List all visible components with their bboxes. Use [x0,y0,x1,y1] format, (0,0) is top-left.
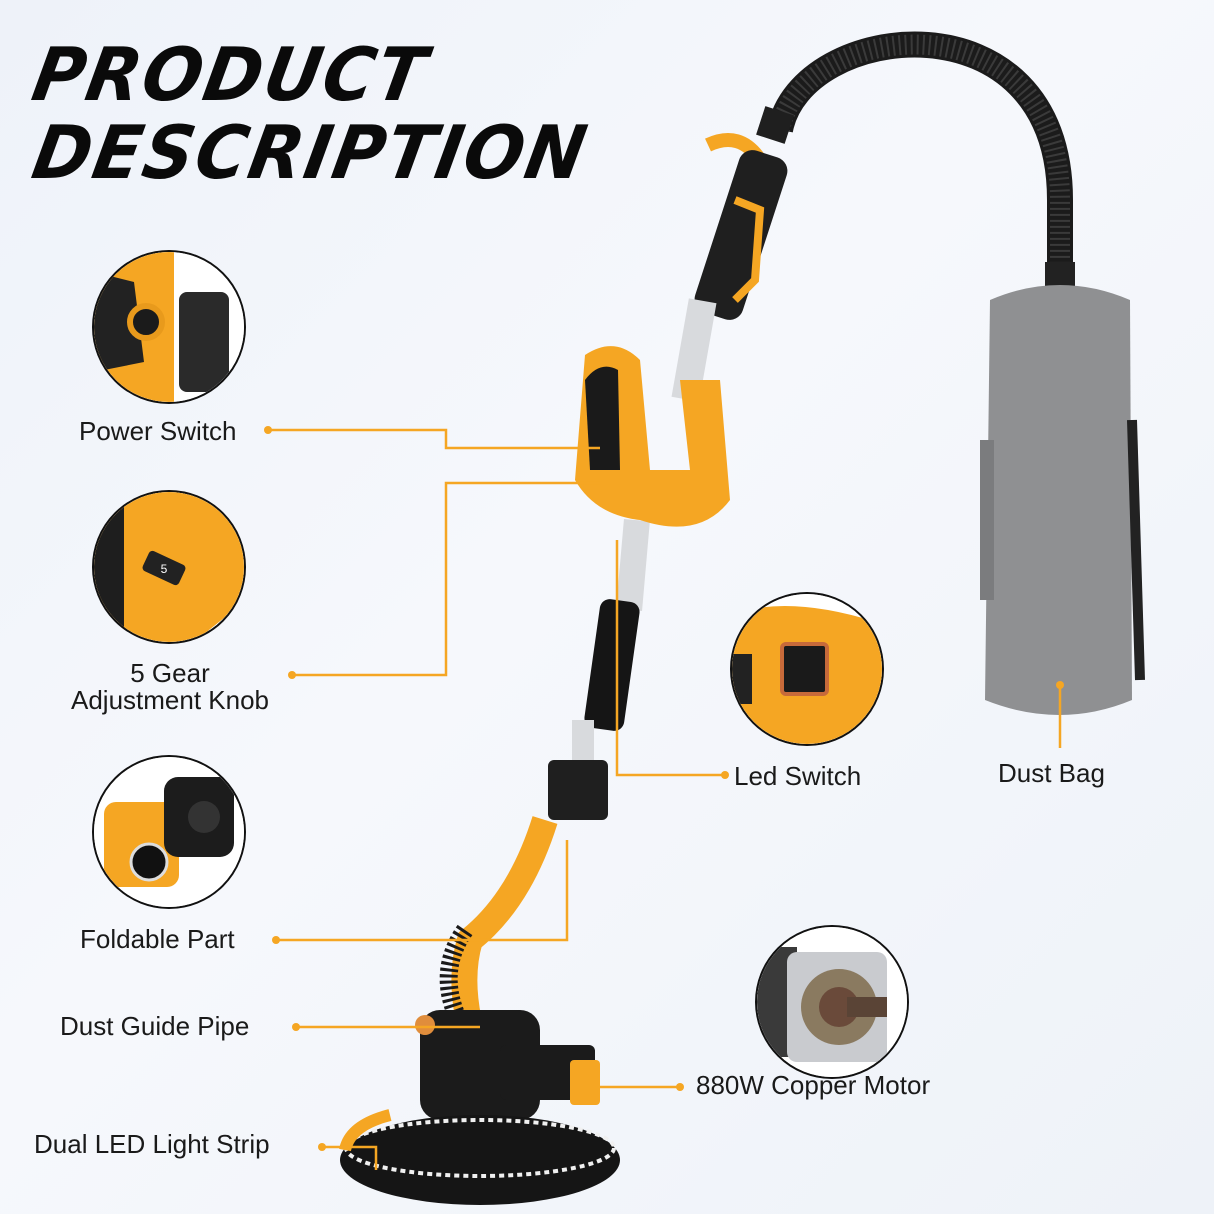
label-dual-led-light-strip: Dual LED Light Strip [34,1129,270,1159]
gear-knob-detail-image: 5 [92,490,246,644]
label-dust-guide-pipe: Dust Guide Pipe [60,1011,250,1041]
label-gear-knob: 5 Gear Adjustment Knob [57,660,283,713]
callout-line-gear-knob [292,481,600,677]
motor-detail-image [755,925,909,1079]
label-copper-motor: 880W Copper Motor [696,1070,931,1100]
callout-line-foldable [276,840,569,942]
callout-line-power-switch [268,428,600,450]
label-led-switch: Led Switch [734,761,862,791]
dust-bag-shape [980,262,1145,715]
knob-digit: 5 [161,562,168,576]
label-power-switch: Power Switch [79,416,237,446]
label-foldable-part: Foldable Part [80,924,235,954]
label-gear-knob-line2: Adjustment Knob [70,684,269,715]
foldable-detail-image [92,755,246,909]
label-gear-knob-line1: 5 Gear [130,658,210,688]
callout-line-led-switch [615,540,725,777]
label-dust-bag: Dust Bag [998,758,1105,788]
callout-line-led-strip [322,1145,378,1170]
led-switch-detail-image [730,592,884,746]
power-switch-detail-image [92,250,246,404]
